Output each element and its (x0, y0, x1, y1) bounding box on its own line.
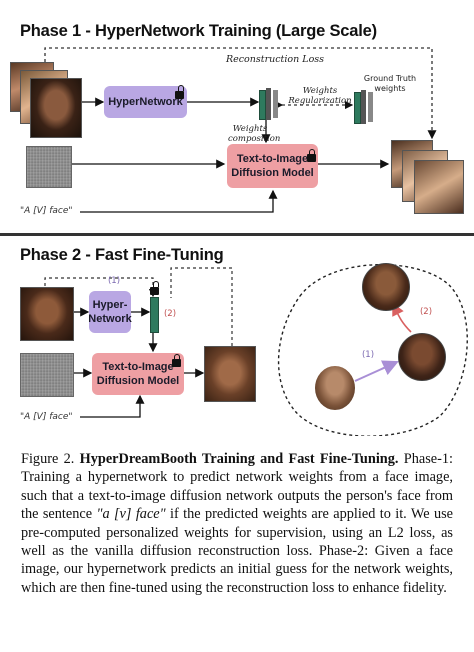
phase2-unlock-icon (150, 281, 159, 295)
latent-predicted-face (398, 333, 446, 381)
phase2-connectors (44, 264, 468, 436)
phase2-hypernetwork-box: Hyper-Network (88, 291, 132, 333)
caption-text-2: if the predicted weights are applied to … (21, 506, 453, 596)
latent-finetuned-face (362, 263, 410, 311)
caption-text-1: Phase-1: Training a hypernetwork to pred… (21, 451, 454, 523)
predicted-weights-bar-2 (266, 88, 271, 120)
predicted-weights-bar-3 (273, 90, 278, 118)
ground-truth-weights-bar (354, 92, 361, 124)
caption-figure-label: Figure 2. (21, 451, 75, 467)
phase2-weights-bar (150, 297, 159, 333)
diffusion-model-box: Text-to-Image Diffusion Model (227, 144, 318, 188)
phase2-output-face (204, 346, 256, 402)
lock-icon (307, 149, 316, 162)
prompt-text: "A [V] face" (20, 206, 73, 216)
phase-divider (0, 233, 474, 236)
ground-truth-weights-bar-2 (361, 90, 366, 124)
weights-composition-label: Weights composition (228, 124, 281, 144)
noise-image (26, 146, 72, 188)
output-face-front (414, 160, 464, 214)
phase2-noise-image (20, 353, 74, 397)
latent-step1-label: (1) (361, 350, 375, 360)
phase2-prompt-text: "A [V] face" (20, 412, 73, 422)
unlock-icon (175, 85, 184, 99)
weights-regularization-label: Weights Regularization (288, 86, 352, 106)
figure-caption: Figure 2. HyperDreamBooth Training and F… (21, 450, 453, 597)
phase2-title: Phase 2 - Fast Fine-Tuning (20, 246, 224, 264)
latent-init-face (315, 366, 355, 410)
phase2-lock-icon (172, 354, 181, 367)
phase1-connectors (44, 47, 437, 213)
ground-truth-weights-label: Ground Truth weights (363, 74, 417, 93)
caption-quote: "a [v] face" (96, 506, 166, 523)
input-face-front (30, 78, 82, 138)
caption-figure-title: HyperDreamBooth Training and Fast Fine-T… (79, 451, 399, 467)
latent-step2-label: (2) (419, 307, 433, 317)
phase1-title: Phase 1 - HyperNetwork Training (Large S… (20, 22, 377, 40)
phase2-step1-label: (1) (107, 276, 121, 286)
phase2-diffusion-model-box: Text-to-Image Diffusion Model (92, 353, 184, 395)
predicted-weights-bar (259, 90, 266, 120)
ground-truth-weights-bar-3 (368, 92, 373, 122)
reconstruction-loss-label: Reconstruction Loss (225, 54, 325, 65)
hypernetwork-box: HyperNetwork (104, 86, 187, 118)
phase2-input-face (20, 287, 74, 341)
phase2-step2-label: (2) (163, 309, 177, 319)
